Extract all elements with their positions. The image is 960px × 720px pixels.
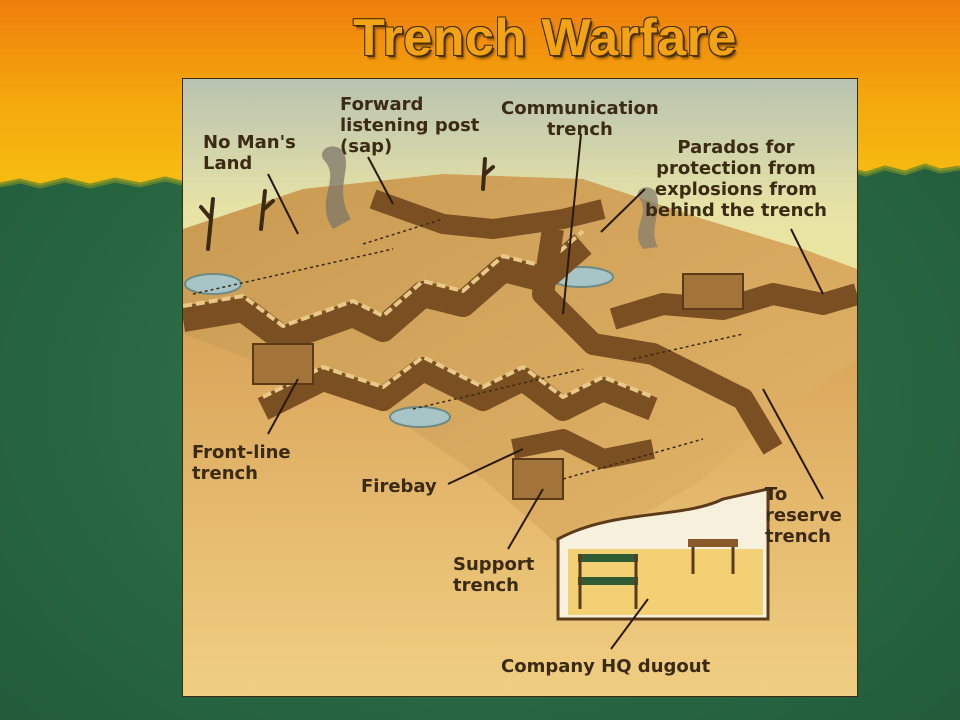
label-support-trench: Support trench bbox=[453, 554, 535, 596]
water-puddle bbox=[184, 273, 242, 295]
barbed-wire bbox=[192, 218, 744, 480]
ground-surface bbox=[183, 174, 857, 549]
label-communication-trench: Communication trench bbox=[501, 98, 659, 140]
water-puddle bbox=[389, 406, 451, 428]
label-forward-listening-post: Forward listening post (sap) bbox=[340, 94, 480, 157]
trench-revetment bbox=[252, 273, 744, 500]
trench-illustration bbox=[183, 79, 857, 696]
label-firebay: Firebay bbox=[361, 476, 437, 497]
slide-title: Trench Warfare bbox=[353, 9, 737, 67]
dead-trees bbox=[199, 157, 495, 251]
dugout-bed bbox=[578, 554, 638, 562]
dugout-table bbox=[688, 539, 738, 547]
trench-diagram: No Man's Land Forward listening post (sa… bbox=[183, 79, 857, 696]
label-company-hq-dugout: Company HQ dugout bbox=[501, 656, 711, 677]
hq-dugout bbox=[556, 487, 770, 621]
smoke-left bbox=[322, 146, 351, 229]
label-front-line-trench: Front-line trench bbox=[192, 442, 291, 484]
label-no-mans-land: No Man's Land bbox=[203, 132, 296, 174]
smoke-right bbox=[637, 187, 658, 249]
leader-lines bbox=[267, 133, 824, 650]
label-to-reserve-trench: To reserve trench bbox=[765, 484, 842, 547]
label-parados: Parados for protection from explosions f… bbox=[645, 137, 827, 221]
